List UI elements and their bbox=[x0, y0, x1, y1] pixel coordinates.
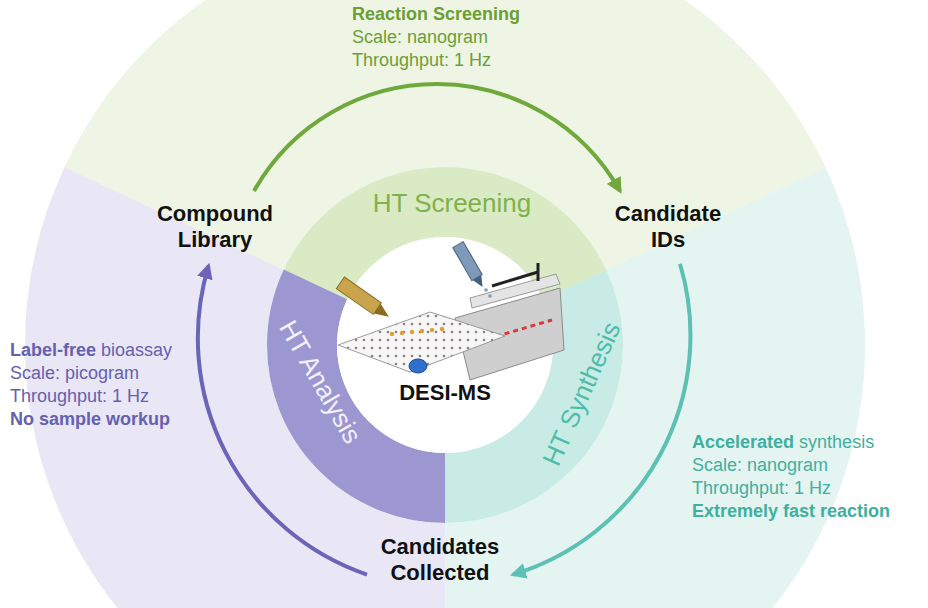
annotation-text: Label-free bbox=[10, 340, 96, 360]
text-line: Scale: nanogram bbox=[692, 455, 828, 477]
cycle-arrow bbox=[198, 266, 367, 575]
desi-ms-illustration bbox=[336, 242, 564, 380]
stage-label: Compound Library bbox=[154, 201, 276, 254]
sample-plate bbox=[338, 312, 505, 372]
outer-analysis-band bbox=[146, 46, 744, 608]
ring-label: DESI-MS bbox=[399, 380, 491, 405]
annotation-text: synthesis bbox=[799, 432, 874, 452]
annotation-text: Reaction Screening bbox=[352, 4, 520, 24]
text-line: Reaction Screening bbox=[352, 4, 520, 26]
annotation-text: No sample workup bbox=[10, 409, 170, 429]
annotation-text: Scale: picogram bbox=[10, 363, 139, 383]
annotation-text: Throughput: 1 Hz bbox=[10, 386, 149, 406]
cycle-stage-node: Compound Library bbox=[150, 199, 280, 256]
stage-label: Candidate IDs bbox=[612, 201, 724, 254]
cycle-arrow bbox=[513, 264, 690, 575]
roller bbox=[409, 359, 427, 373]
ms-inlet-end bbox=[537, 263, 540, 281]
ring-label: HT Screening bbox=[373, 188, 532, 218]
text-line: DESI-MS bbox=[399, 380, 491, 406]
text-line: Scale: nanogram bbox=[352, 27, 488, 49]
cycle-arrow bbox=[254, 84, 620, 191]
annotation-text: bioassay bbox=[101, 340, 172, 360]
text-line: HT Screening bbox=[373, 188, 532, 219]
text-line: Throughput: 1 Hz bbox=[692, 478, 831, 500]
inner-screening-band bbox=[255, 155, 635, 535]
cycle-stage-node: Candidates Collected bbox=[375, 532, 505, 589]
annotation-text: Scale: nanogram bbox=[692, 455, 828, 475]
text-line: Throughput: 1 Hz bbox=[352, 50, 491, 72]
second-sprayer bbox=[453, 242, 488, 290]
annotation-text: Throughput: 1 Hz bbox=[352, 50, 491, 70]
annotation-text: Scale: nanogram bbox=[352, 27, 488, 47]
inner-synthesis-band bbox=[255, 155, 635, 535]
text-line: Label-freebioassay bbox=[10, 340, 172, 362]
spray-trail bbox=[390, 327, 444, 336]
text-line: Scale: picogram bbox=[10, 363, 139, 385]
desi-sprayer bbox=[336, 277, 392, 322]
text-line: No sample workup bbox=[10, 409, 170, 431]
text-line: Throughput: 1 Hz bbox=[10, 386, 149, 408]
ms-inlet bbox=[492, 272, 538, 286]
annotation-text: Throughput: 1 Hz bbox=[692, 478, 831, 498]
text-line: Extremely fast reaction bbox=[692, 501, 890, 523]
annotation-text: Extremely fast reaction bbox=[692, 501, 890, 521]
cycle-stage-node: Candidate IDs bbox=[608, 199, 728, 256]
annotation-text: Accelerated bbox=[692, 432, 794, 452]
text-line: Acceleratedsynthesis bbox=[692, 432, 874, 454]
stage-label: Candidates Collected bbox=[379, 534, 501, 587]
